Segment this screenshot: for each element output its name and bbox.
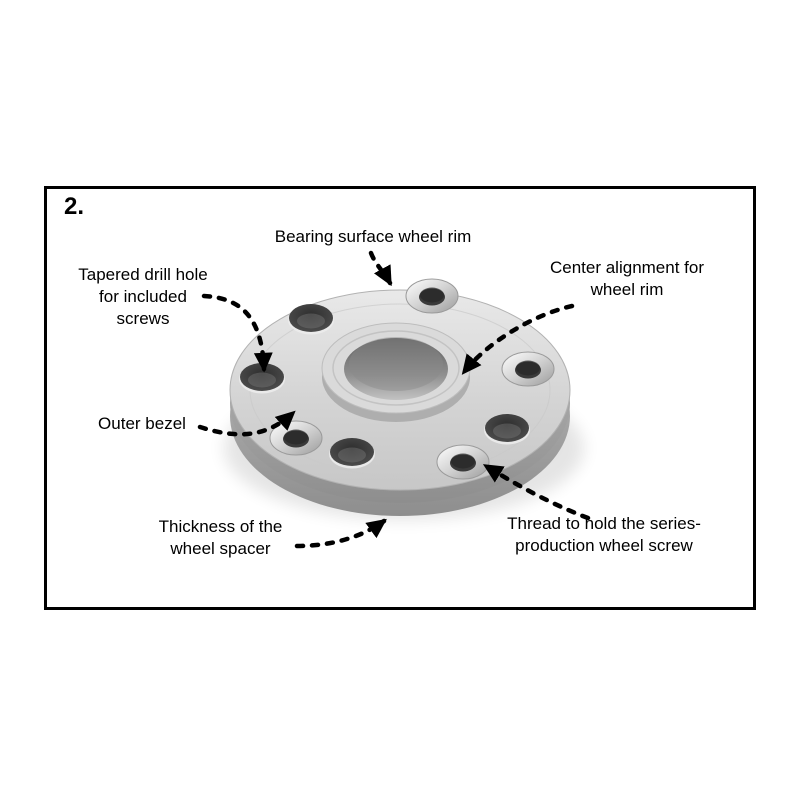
label-outer-bezel: Outer bezel xyxy=(98,414,186,433)
label-center-alignment: Center alignment for wheel rim xyxy=(549,258,705,299)
label-bearing-surface: Bearing surface wheel rim xyxy=(274,227,472,246)
label-tapered-drill-hole: Tapered drill hole for included screws xyxy=(78,265,208,328)
label-thread: Thread to hold the series- production wh… xyxy=(507,514,701,555)
label-thickness: Thickness of the wheel spacer xyxy=(158,517,283,558)
step-number: 2. xyxy=(64,193,85,220)
